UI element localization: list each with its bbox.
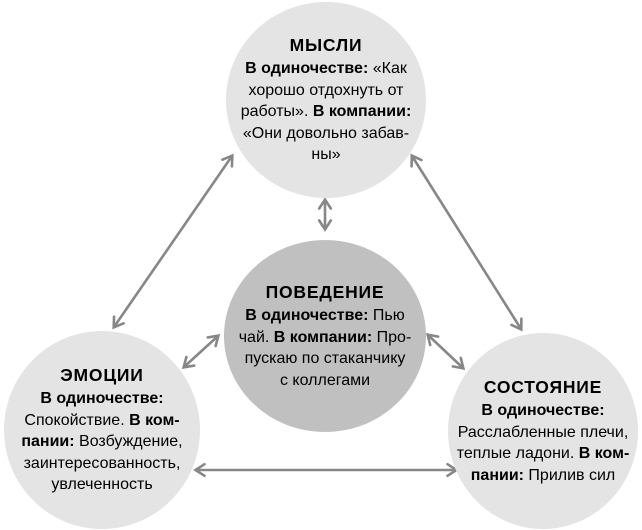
text-line: «Они довольно забав- [243, 123, 409, 145]
text-segment-bold: В одиночестве: [245, 60, 373, 78]
text-segment: Расслабленные плечи, [457, 423, 629, 441]
text-segment: ны» [311, 146, 341, 164]
arrow-thoughts-emotions [112, 153, 234, 330]
text-line: с коллегами [280, 370, 370, 392]
text-line: пускаю по стаканчику [245, 348, 406, 370]
arrow-behavior-emotions [181, 334, 221, 369]
node-thoughts: МЫСЛИ В одиночестве: «Как хорошо отдохну… [226, 2, 426, 198]
text-line: В одиночестве: Пью [245, 305, 404, 327]
text-segment: работы». [240, 103, 313, 121]
text-segment: «Как [372, 60, 407, 78]
node-emotions-title: ЭМОЦИИ [60, 365, 144, 386]
text-line: работы». В компании: [241, 101, 412, 123]
text-segment-bold: В одиночестве: [245, 307, 373, 324]
text-line: теплые ладони. В ком- [457, 443, 630, 465]
text-line: Спокойствие. В ком- [24, 410, 179, 432]
text-segment: Спокойствие. [24, 411, 130, 429]
text-segment: Возбуждение, [79, 433, 183, 451]
node-behavior-title: ПОВЕДЕНИЕ [265, 282, 385, 302]
text-segment: хорошо отдохнуть от [248, 81, 404, 99]
text-segment: теплые ладони. [456, 445, 579, 462]
text-segment: пускаю по стаканчику [244, 350, 406, 367]
text-segment-bold: В ком- [578, 445, 630, 462]
text-segment-bold: пании: [21, 433, 80, 451]
text-segment: с коллегами [279, 371, 371, 389]
arrow-behavior-state [425, 333, 466, 370]
text-segment: чай. [238, 328, 274, 346]
text-segment-bold: В одиночестве: [40, 390, 164, 408]
text-line: пании: Прилив сил [471, 465, 616, 487]
text-line: В одиночестве: [40, 388, 163, 410]
arrow-thoughts-state [410, 153, 523, 332]
text-line: хорошо отдохнуть от [249, 80, 404, 102]
text-line: заинтересованность, [24, 453, 181, 475]
text-segment-bold: В ком- [129, 411, 180, 429]
text-line: чай. В компании: Про- [239, 327, 412, 349]
text-segment-bold: пании: [470, 466, 529, 484]
node-behavior: ПОВЕДЕНИЕ В одиночестве: Пью чай. В комп… [224, 240, 426, 432]
text-segment: Пью [372, 307, 405, 324]
text-line: В одиночестве: «Как [245, 58, 407, 80]
node-state: СОСТОЯНИЕ В одиночестве: Расслабленные п… [448, 333, 638, 529]
node-emotions: ЭМОЦИИ В одиночестве: Спокойствие. В ком… [4, 331, 200, 529]
text-line: В одиночестве: [481, 400, 604, 422]
text-segment: заинтересованность, [23, 454, 181, 472]
node-thoughts-title: МЫСЛИ [289, 35, 363, 56]
text-line: Расслабленные плечи, [458, 422, 629, 444]
text-line: увлеченность [51, 474, 152, 496]
text-segment: Прилив сил [528, 466, 616, 484]
text-segment: увлеченность [51, 476, 153, 494]
text-segment-bold: В одиночестве: [481, 402, 605, 419]
text-line: ны» [311, 144, 340, 166]
node-state-title: СОСТОЯНИЕ [483, 377, 603, 397]
text-segment-bold: В компании: [312, 103, 412, 121]
text-segment: Про- [376, 328, 412, 346]
text-segment: «Они довольно забав- [242, 124, 410, 142]
text-segment-bold: В компании: [273, 328, 377, 346]
text-line: пании: Возбуждение, [21, 431, 182, 453]
